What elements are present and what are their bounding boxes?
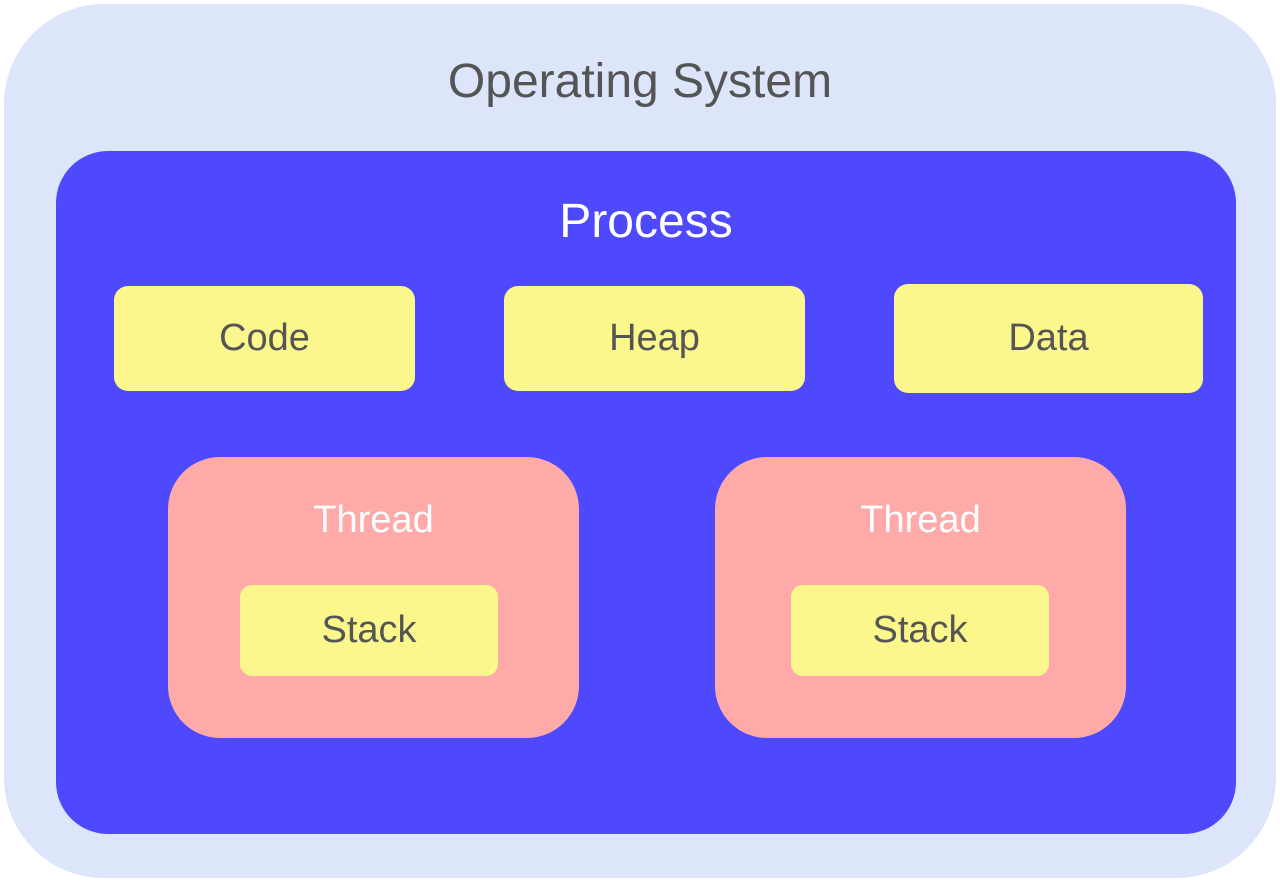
data-segment: Data — [894, 284, 1203, 393]
thread-title-1: Thread — [313, 499, 434, 541]
heap-segment-label: Heap — [609, 317, 700, 359]
code-segment-label: Code — [219, 317, 310, 359]
stack-box-2: Stack — [791, 585, 1049, 676]
thread-title-2: Thread — [860, 499, 981, 541]
thread-box-1: Thread Stack — [168, 457, 579, 738]
stack-label-2: Stack — [872, 609, 968, 651]
process-title: Process — [559, 195, 733, 248]
stack-label-1: Stack — [321, 609, 417, 651]
data-segment-label: Data — [1008, 317, 1089, 359]
operating-system-title: Operating System — [447, 55, 833, 108]
heap-segment: Heap — [504, 286, 805, 391]
code-segment: Code — [114, 286, 415, 391]
thread-box-2: Thread Stack — [715, 457, 1126, 738]
stack-box-1: Stack — [240, 585, 498, 676]
